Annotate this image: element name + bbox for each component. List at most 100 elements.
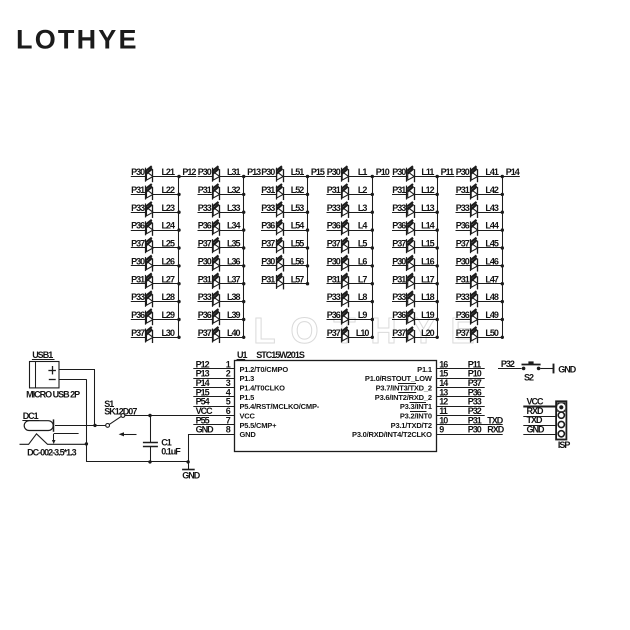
svg-text:L25: L25 <box>161 239 175 249</box>
svg-text:P37: P37 <box>131 328 145 338</box>
svg-text:P10: P10 <box>468 369 482 379</box>
svg-text:P33: P33 <box>456 292 470 302</box>
svg-text:L42: L42 <box>485 185 499 195</box>
svg-text:VCC: VCC <box>240 411 256 420</box>
svg-text:L17: L17 <box>421 274 435 284</box>
svg-text:ISP: ISP <box>558 440 571 450</box>
svg-text:GND: GND <box>527 424 546 434</box>
svg-text:GND: GND <box>182 471 201 481</box>
svg-text:L36: L36 <box>227 257 241 267</box>
svg-text:P37: P37 <box>131 239 145 249</box>
svg-text:L43: L43 <box>485 203 499 213</box>
svg-text:P31: P31 <box>198 274 212 284</box>
svg-text:P31: P31 <box>261 274 275 284</box>
svg-text:14: 14 <box>439 378 448 388</box>
svg-text:P15: P15 <box>311 167 325 177</box>
svg-text:L50: L50 <box>485 328 499 338</box>
svg-text:P32: P32 <box>468 406 482 416</box>
svg-text:U1: U1 <box>237 350 247 360</box>
svg-text:L15: L15 <box>421 239 435 249</box>
svg-text:L45: L45 <box>485 239 499 249</box>
svg-text:L31: L31 <box>227 167 241 177</box>
svg-text:L57: L57 <box>291 274 305 284</box>
svg-text:P30: P30 <box>327 167 341 177</box>
svg-text:STC15W201S: STC15W201S <box>256 350 305 360</box>
svg-text:P37: P37 <box>198 328 212 338</box>
svg-text:L18: L18 <box>421 292 435 302</box>
svg-text:0.1uF: 0.1uF <box>161 446 181 456</box>
svg-text:16: 16 <box>439 359 448 369</box>
svg-text:P31: P31 <box>198 185 212 195</box>
svg-text:P1.5: P1.5 <box>240 393 255 402</box>
svg-text:L56: L56 <box>291 257 305 267</box>
svg-text:P36: P36 <box>392 221 406 231</box>
svg-text:P36: P36 <box>198 310 212 320</box>
svg-text:L32: L32 <box>227 185 241 195</box>
svg-text:P36: P36 <box>468 387 482 397</box>
svg-text:8: 8 <box>226 425 231 435</box>
svg-text:L24: L24 <box>161 221 175 231</box>
svg-text:9: 9 <box>439 425 444 435</box>
svg-text:P10: P10 <box>376 167 390 177</box>
svg-text:L55: L55 <box>291 239 305 249</box>
svg-text:P1.0/RSTOUT_LOW: P1.0/RSTOUT_LOW <box>365 374 433 383</box>
svg-text:P12: P12 <box>182 167 196 177</box>
svg-text:P3.7/INT3/TXD_2: P3.7/INT3/TXD_2 <box>376 384 432 393</box>
svg-text:P5.4/RST/MCLKO/CMP-: P5.4/RST/MCLKO/CMP- <box>240 402 320 411</box>
svg-text:P37: P37 <box>198 239 212 249</box>
svg-text:P14: P14 <box>506 167 520 177</box>
svg-text:L35: L35 <box>227 239 241 249</box>
svg-text:P5.5/CMP+: P5.5/CMP+ <box>240 421 278 430</box>
svg-text:P30: P30 <box>131 257 145 267</box>
svg-text:S1: S1 <box>104 399 114 409</box>
svg-text:MICRO USB 2P: MICRO USB 2P <box>26 390 80 400</box>
svg-text:L12: L12 <box>421 185 435 195</box>
svg-text:P31: P31 <box>468 415 482 425</box>
svg-text:P33: P33 <box>327 292 341 302</box>
svg-text:P33: P33 <box>392 203 406 213</box>
svg-text:L51: L51 <box>291 167 305 177</box>
svg-text:P30: P30 <box>261 257 275 267</box>
svg-text:P36: P36 <box>456 310 470 320</box>
svg-text:11: 11 <box>439 406 448 416</box>
svg-text:P30: P30 <box>392 167 406 177</box>
svg-text:P36: P36 <box>456 221 470 231</box>
svg-text:L4: L4 <box>358 221 367 231</box>
svg-text:P3.6/INT2/RXD_2: P3.6/INT2/RXD_2 <box>375 393 432 402</box>
svg-text:P36: P36 <box>198 221 212 231</box>
svg-text:P30: P30 <box>261 167 275 177</box>
svg-text:P37: P37 <box>456 239 470 249</box>
svg-text:5: 5 <box>226 397 231 407</box>
svg-text:L41: L41 <box>485 167 499 177</box>
svg-text:P31: P31 <box>131 274 145 284</box>
svg-text:L40: L40 <box>227 328 241 338</box>
svg-text:L5: L5 <box>358 239 367 249</box>
svg-text:L34: L34 <box>227 221 241 231</box>
svg-text:P37: P37 <box>392 239 406 249</box>
svg-text:P37: P37 <box>392 328 406 338</box>
svg-text:P14: P14 <box>196 378 210 388</box>
svg-text:L9: L9 <box>358 310 367 320</box>
svg-text:10: 10 <box>439 415 448 425</box>
svg-text:GND: GND <box>558 365 577 375</box>
svg-text:P37: P37 <box>327 328 341 338</box>
svg-text:P33: P33 <box>198 292 212 302</box>
svg-text:P31: P31 <box>456 274 470 284</box>
svg-text:L21: L21 <box>161 167 175 177</box>
svg-text:S2: S2 <box>524 373 534 383</box>
svg-text:L14: L14 <box>421 221 435 231</box>
svg-text:L19: L19 <box>421 310 435 320</box>
svg-text:DC-002-3.5*1.3: DC-002-3.5*1.3 <box>27 448 77 458</box>
svg-text:L8: L8 <box>358 292 367 302</box>
svg-text:RXD: RXD <box>527 406 545 416</box>
svg-text:13: 13 <box>439 387 448 397</box>
svg-text:2: 2 <box>226 369 231 379</box>
svg-text:P31: P31 <box>392 274 406 284</box>
svg-text:L53: L53 <box>291 203 305 213</box>
svg-text:LOTHYE: LOTHYE <box>254 310 490 351</box>
svg-text:GND: GND <box>196 425 215 435</box>
svg-text:P37: P37 <box>327 239 341 249</box>
svg-text:P32: P32 <box>501 359 515 369</box>
svg-text:P36: P36 <box>327 221 341 231</box>
svg-text:P33: P33 <box>198 203 212 213</box>
